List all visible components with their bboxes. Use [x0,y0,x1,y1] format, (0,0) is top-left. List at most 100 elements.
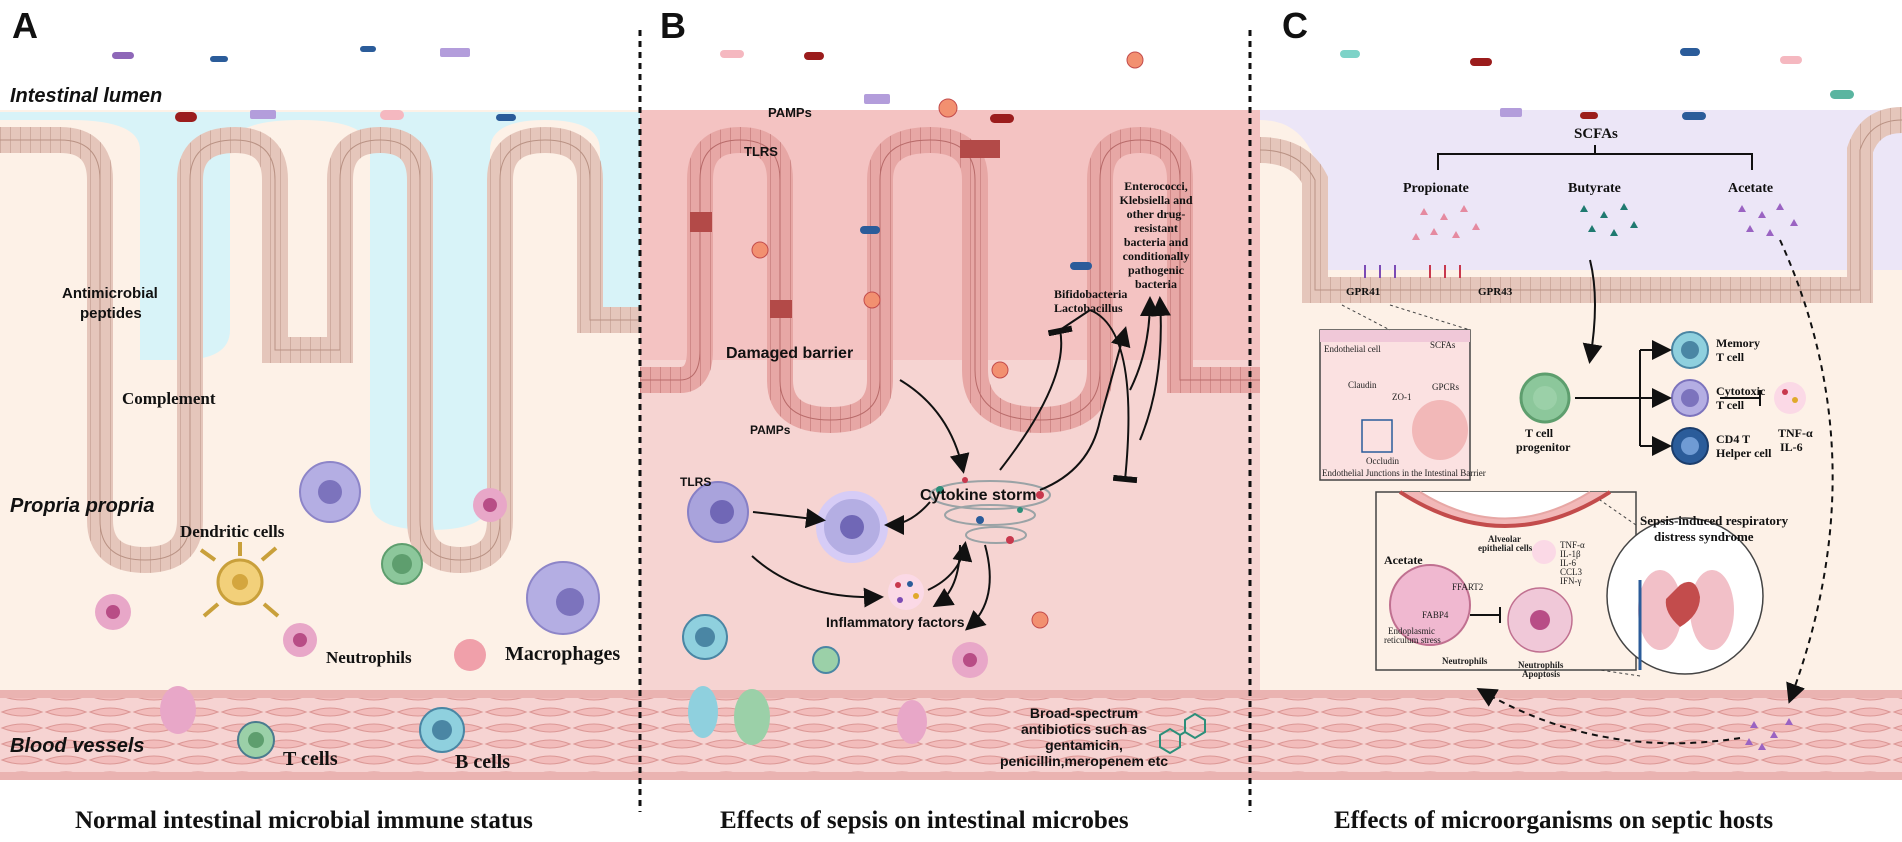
label-bifido-1: Bifidobacteria [1054,287,1127,301]
enterococci-line-6: pathogenic [1128,263,1185,277]
label-tnf: TNF-α [1778,426,1813,440]
label-er-2: reticulum stress [1384,635,1441,645]
inset-zo1: ZO-1 [1392,392,1412,402]
lung-cytokine-line-4: IFN-γ [1560,576,1581,586]
label-neutro: Neutrophils [1442,656,1488,666]
label-alv-1: Alveolar [1488,534,1521,544]
cells-a [95,461,600,759]
acetate-icon [1738,203,1798,236]
label-tprog-2: progenitor [1516,440,1571,454]
label-il6: IL-6 [1780,440,1803,454]
bacteria-icons [112,46,1854,629]
label-memory-2: T cell [1716,350,1745,364]
label-ffart2: FFART2 [1452,582,1483,592]
panel-b [640,110,1260,780]
label-bcells: B cells [455,751,510,773]
caption-c: Effects of microorganisms on septic host… [1334,807,1773,834]
lung-cytokine-line-3: CCL3 [1560,567,1583,577]
label-bifido-2: Lactobacillus [1054,301,1123,315]
lung-cytokine-line-2: IL-6 [1560,558,1576,568]
panel-c-letter: C [1282,5,1308,46]
enterococci-line-0: Enterococci, [1124,179,1187,193]
label-tlrs-low: TLRS [680,475,711,489]
lung-cytokine-icon [1532,540,1556,564]
labels: A B C Intestinal lumen Propria propria B… [10,5,1813,834]
label-damaged-barrier: Damaged barrier [726,345,853,362]
inset-scfas: SCFAs [1430,340,1456,350]
label-propionate: Propionate [1403,181,1469,196]
label-pamps-low: PAMPs [750,423,791,437]
label-inflammatory-factors: Inflammatory factors [826,614,965,630]
label-cyto-2: T cell [1716,398,1745,412]
label-gpr43: GPR43 [1478,286,1513,298]
antibiotic-molecule-icon [1159,712,1206,755]
label-memory-1: Memory [1716,336,1760,350]
enterococci-line-4: bacteria and [1124,235,1189,249]
label-tlrs-top: TLRS [744,144,778,159]
inset-claudin: Claudin [1348,380,1377,390]
panel-a [0,110,640,780]
label-cyto-1: Cytotoxic [1716,384,1766,398]
enterococci-line-2: other drug- [1127,207,1186,221]
panel-b-letter: B [660,5,686,46]
label-neu-apo-1: Neutrophils [1518,660,1564,670]
label-fabp4: FABP4 [1422,610,1449,620]
label-scfas: SCFAs [1574,126,1618,142]
label-pamps-top: PAMPs [768,105,812,120]
enterococci-line-3: resistant [1134,221,1178,235]
butyrate-icon [1580,203,1638,236]
label-macrophages: Macrophages [505,643,620,665]
label-cytokine-storm: Cytokine storm [920,487,1036,504]
antibiotics-line-0: Broad-spectrum [1030,705,1138,721]
acetate-blood-icon [1745,718,1793,750]
label-dendritic: Dendritic cells [180,522,285,541]
cells-c [1319,145,1834,750]
label-antimicrobial-2: peptides [80,305,142,322]
caption-a: Normal intestinal microbial immune statu… [75,807,533,834]
enterococci-line-1: Klebsiella and [1119,193,1192,207]
enterococci-line-5: conditionally [1123,249,1190,263]
neutrophil-icon-4 [454,639,486,671]
inset-gpcrs: GPCRs [1432,382,1460,392]
label-tcells: T cells [283,748,338,770]
panel-a-letter: A [12,5,38,46]
label-er-1: Endoplasmic [1388,626,1435,636]
lung-cytokine-line-0: TNF-α [1560,540,1585,550]
zone-lumen: Intestinal lumen [10,85,162,107]
inset-caption: Endothelial Junctions in the Intestinal … [1322,468,1486,478]
label-gpr41: GPR41 [1346,286,1380,298]
label-antimicrobial-1: Antimicrobial [62,285,158,302]
inset-occludin: Occludin [1366,456,1399,466]
label-alv-2: epithelial cells [1478,543,1533,553]
inflammatory-factors-icon [888,574,924,610]
label-neutrophils: Neutrophils [326,648,412,667]
gpr-receptor-icons [1364,265,1461,278]
label-neu-apo-2: Apoptosis [1522,669,1561,679]
label-lung-acetate: Acetate [1384,553,1423,567]
label-cd4-1: CD4 T [1716,432,1750,446]
inset-endo: Endothelial cell [1324,344,1381,354]
antibiotics-line-2: gentamicin, [1045,737,1123,753]
antibiotics-line-3: penicillin,meropenem etc [1000,753,1168,769]
enterococci-line-7: bacteria [1135,277,1177,291]
propionate-icon [1412,205,1480,240]
tnf-il6-icon [1774,382,1806,414]
cytokine-storm-icon [929,480,1051,510]
label-ards-2: distress syndrome [1654,529,1754,544]
label-tprog-1: T cell [1525,426,1554,440]
zone-propria: Propria propria [10,495,154,517]
label-butyrate: Butyrate [1568,181,1621,196]
label-cd4-2: Helper cell [1716,446,1772,460]
lung-cytokine-line-1: IL-1β [1560,549,1581,559]
label-ards-1: Sepsis-induced respiratory [1640,513,1789,528]
label-complement: Complement [122,389,216,408]
label-acetate: Acetate [1728,181,1773,196]
migrating-neutrophil-icon [160,686,196,734]
caption-b: Effects of sepsis on intestinal microbes [720,807,1129,834]
cells-b [682,296,1206,755]
